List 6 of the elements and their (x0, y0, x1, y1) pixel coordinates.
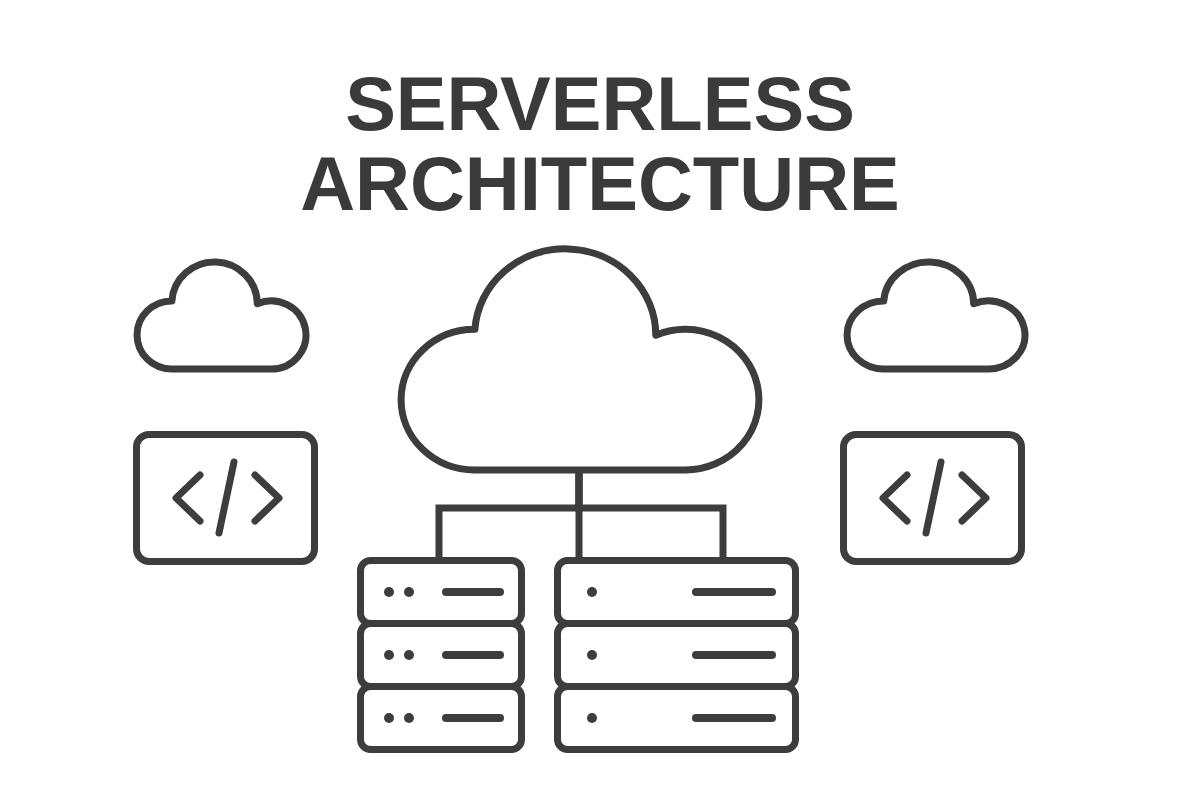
cloud (397, 245, 762, 473)
code-window (840, 431, 1025, 565)
code-window (133, 431, 318, 565)
title: SERVERLESS ARCHITECTURE (299, 64, 901, 224)
cloud (843, 258, 1028, 372)
cloud (133, 258, 309, 372)
